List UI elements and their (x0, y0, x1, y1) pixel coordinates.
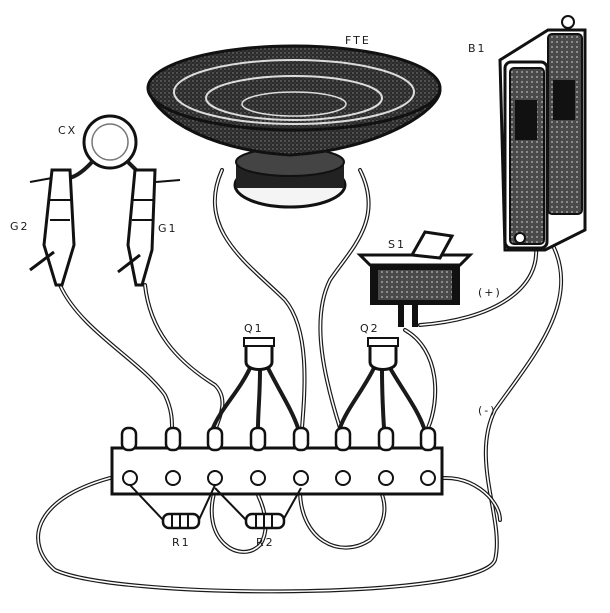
terminal-lugs (120, 426, 437, 452)
transistor-q1-label: Q1 (244, 322, 264, 335)
alligator-clip-g1 (117, 168, 181, 287)
positive-label: (+) (478, 286, 502, 299)
resistor-r2-label: R2 (256, 536, 275, 549)
battery-holder (498, 15, 587, 252)
transistor-q2-label: Q2 (360, 322, 380, 335)
terminal-screws (122, 470, 436, 486)
clip-g2-label: G2 (10, 220, 30, 233)
resistor-r1 (129, 484, 216, 530)
clip-g1-label: G1 (158, 222, 178, 235)
transistor-q2 (367, 337, 399, 371)
battery-label: B1 (468, 42, 487, 55)
transistor-q1 (243, 337, 275, 371)
resistor-r2 (214, 487, 302, 530)
switch (356, 230, 474, 327)
negative-label: (-) (478, 404, 497, 417)
resistor-r1-label: R1 (172, 536, 191, 549)
switch-label: S1 (388, 238, 406, 251)
terminal-strip (110, 426, 444, 496)
capacitor-label: CX (58, 124, 77, 137)
wires (36, 168, 564, 594)
alligator-clip-g2 (29, 168, 76, 287)
speaker-label: FTE (345, 34, 371, 47)
speaker (146, 44, 442, 209)
